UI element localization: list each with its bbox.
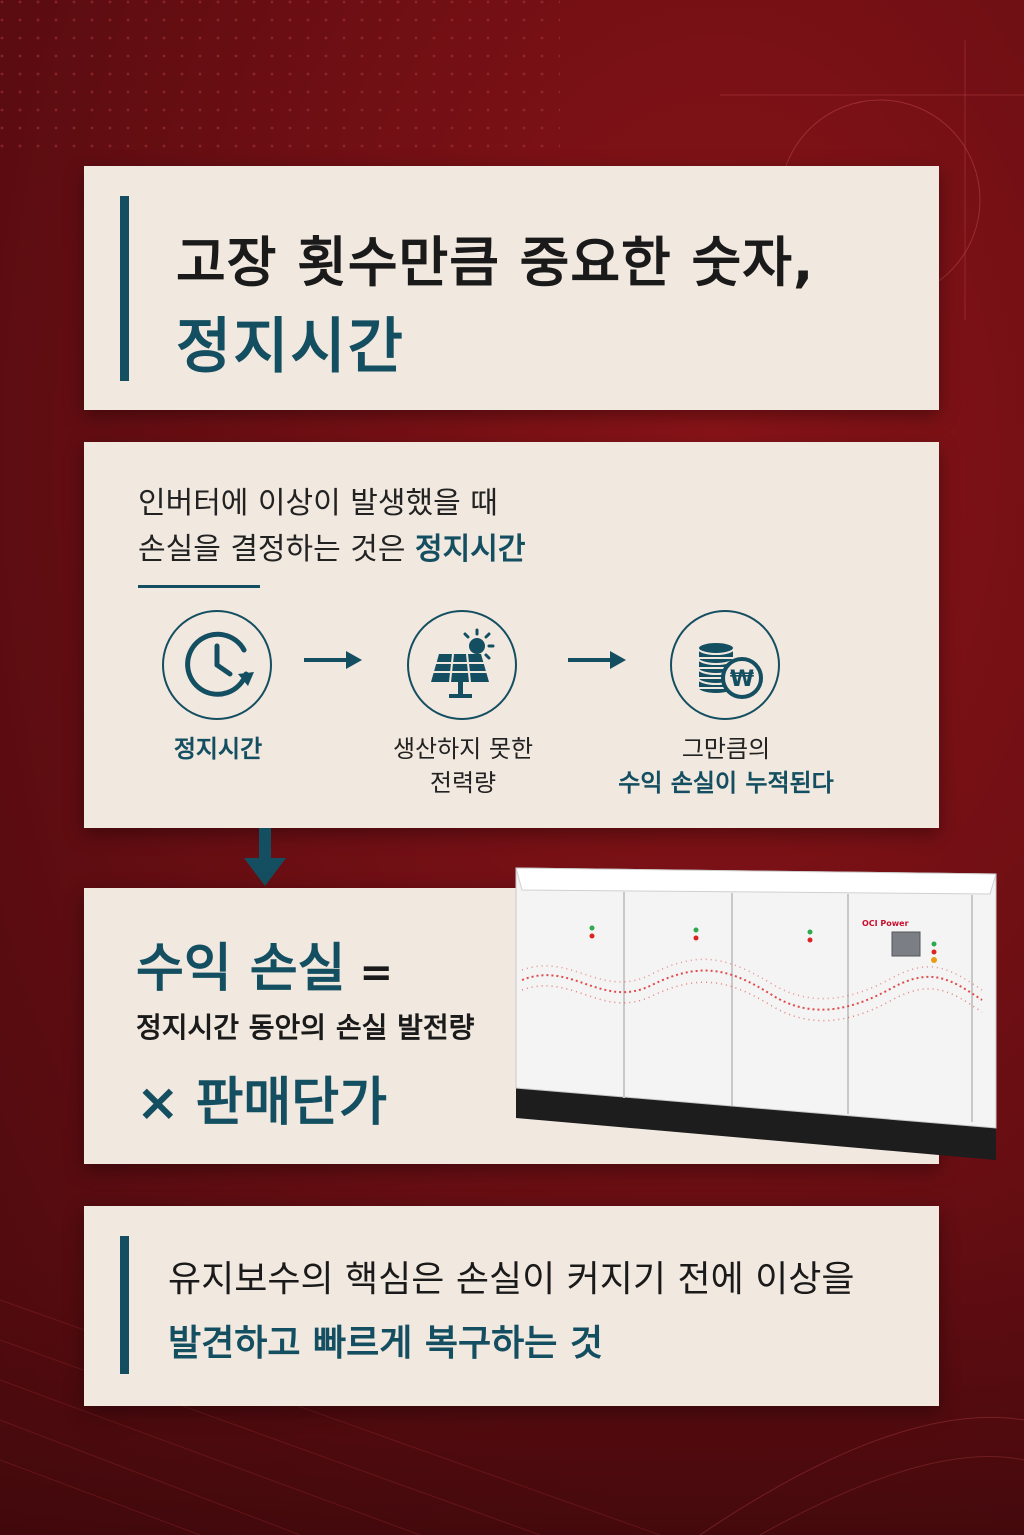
arrow-right-icon	[304, 651, 362, 669]
step-label-revenue-loss: 그만큼의 수익 손실이 누적된다	[606, 732, 846, 800]
core-message-line2: 발견하고 빠르게 복구하는 것	[168, 1323, 604, 1364]
formula-line2: 정지시간 동안의 손실 발전량	[136, 1011, 475, 1044]
arrow-right-icon	[568, 651, 626, 669]
core-message-line1: 유지보수의 핵심은 손실이 커지기 전에 이상을	[168, 1259, 855, 1300]
accent-bar	[120, 196, 129, 381]
clock-icon	[162, 610, 272, 720]
formula-term-text: 수익 손실	[136, 939, 346, 999]
step-label-line1: 그만큼의	[681, 735, 771, 763]
step-label-line1: 생산하지 못한	[392, 735, 534, 763]
coins-won-icon: ₩	[670, 610, 780, 720]
page-title-highlight: 정지시간	[176, 312, 405, 382]
title-card: 고장 횟수만큼 중요한 숫자, 정지시간	[84, 166, 939, 410]
equals-sign: =	[359, 950, 393, 996]
page-title: 고장 횟수만큼 중요한 숫자,	[176, 231, 815, 294]
flow-card: 인버터에 이상이 발생했을 때 손실을 결정하는 것은 정지시간 정지시간	[84, 442, 939, 828]
step-label-line2: 수익 손실이 누적된다	[618, 769, 834, 797]
arrow-down-icon	[244, 828, 286, 886]
solar-panel-icon	[407, 610, 517, 720]
intro-text-prefix: 손실을 결정하는 것은	[138, 532, 416, 567]
divider	[138, 585, 260, 588]
inverter-cabinet-image: OCI Power	[515, 867, 997, 1160]
intro-text-line1: 인버터에 이상이 발생했을 때	[138, 486, 498, 521]
brand-logo-text: OCI Power	[862, 919, 909, 928]
intro-text-line2: 손실을 결정하는 것은 정지시간	[138, 524, 525, 568]
formula-line3-text: 판매단가	[195, 1073, 387, 1133]
formula-term: 수익 손실 =	[136, 926, 393, 1001]
step-label-lost-energy: 생산하지 못한 전력량	[343, 732, 583, 800]
core-message-card: 유지보수의 핵심은 손실이 커지기 전에 이상을 발견하고 빠르게 복구하는 것	[84, 1206, 939, 1406]
step-label-downtime: 정지시간	[173, 735, 263, 763]
step-label-line2: 전력량	[429, 769, 497, 797]
accent-bar	[120, 1236, 129, 1374]
svg-text:₩: ₩	[730, 667, 754, 692]
times-sign: ×	[136, 1073, 180, 1133]
intro-text-highlight: 정지시간	[415, 532, 526, 567]
formula-line3: ×판매단가	[136, 1060, 387, 1135]
